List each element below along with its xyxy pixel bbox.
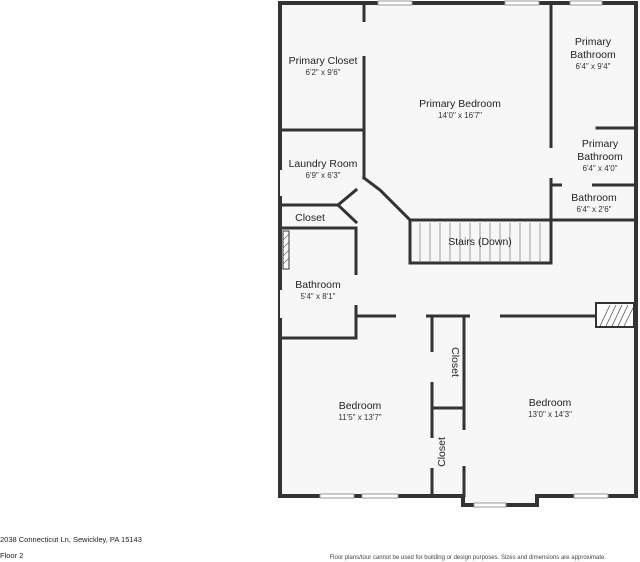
laundry-room-name: Laundry Room — [289, 158, 358, 170]
stairs-name: Stairs (Down) — [448, 236, 512, 248]
bedroom-right-name: Bedroom — [529, 397, 572, 409]
primary-bathroom-2-name-line2: Bathroom — [577, 151, 623, 163]
small-bathroom-dims: 6'4" x 2'6" — [577, 205, 612, 214]
primary-bathroom-2-dims: 6'4" x 4'0" — [583, 164, 618, 173]
primary-closet-dims: 6'2" x 9'6" — [306, 68, 341, 77]
closet-lower-name: Closet — [436, 437, 448, 467]
small-bathroom-name: Bathroom — [571, 192, 617, 204]
hall-bathroom-name: Bathroom — [295, 279, 341, 291]
primary-bathroom-1-dims: 6'4" x 9'4" — [576, 62, 611, 71]
property-address: 2038 Connecticut Ln, Sewickley, PA 15143 — [0, 535, 142, 544]
floor-label: Floor 2 — [0, 551, 24, 560]
primary-bathroom-1-name-line1: Primary — [575, 36, 612, 48]
hall-closet-name: Closet — [295, 212, 325, 224]
primary-bedroom-dims: 14'0" x 16'7" — [438, 111, 482, 120]
primary-closet-name: Primary Closet — [289, 55, 358, 67]
hatched-box — [595, 302, 635, 328]
hall-bathroom-dims: 5'4" x 8'1" — [301, 292, 336, 301]
primary-bathroom-2-name-line1: Primary — [582, 138, 619, 150]
door-openings — [280, 22, 592, 468]
hatched-strip — [282, 230, 290, 270]
bedroom-right-dims: 13'0" x 14'3" — [528, 410, 572, 419]
primary-bathroom-1-name-line2: Bathroom — [570, 49, 616, 61]
stair-treads — [419, 223, 541, 261]
bedroom-left-dims: 11'5" x 13'7" — [338, 413, 381, 422]
windows — [319, 0, 609, 508]
laundry-room-dims: 6'9" x 6'3" — [306, 171, 341, 180]
closet-upper-name: Closet — [449, 347, 461, 377]
bedroom-left-name: Bedroom — [339, 400, 382, 412]
floor-area — [280, 3, 636, 505]
primary-bedroom-name: Primary Bedroom — [419, 98, 501, 110]
disclaimer-text: Floor plans/tour cannot be used for buil… — [329, 555, 607, 561]
